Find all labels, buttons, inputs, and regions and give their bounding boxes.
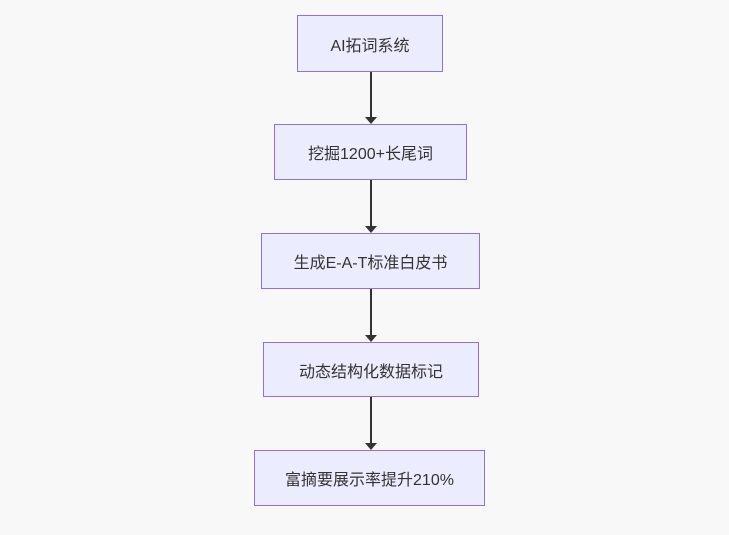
flowchart-node-ai-keyword-system: AI拓词系统 <box>297 15 443 72</box>
arrow-line <box>370 72 372 117</box>
flowchart-node-structured-data-markup: 动态结构化数据标记 <box>263 342 479 397</box>
arrowhead-down-icon <box>365 226 377 233</box>
arrowhead-down-icon <box>365 443 377 450</box>
arrow-line <box>370 180 372 226</box>
arrow-line <box>370 397 372 443</box>
flowchart-node-eat-whitepaper: 生成E-A-T标准白皮书 <box>261 233 480 289</box>
node-label: 富摘要展示率提升210% <box>285 472 454 489</box>
arrow-line <box>370 289 372 335</box>
arrowhead-down-icon <box>365 335 377 342</box>
node-label: 动态结构化数据标记 <box>298 363 443 381</box>
node-label: 生成E-A-T标准白皮书 <box>293 255 448 272</box>
flowchart-node-rich-snippet-result: 富摘要展示率提升210% <box>254 450 485 506</box>
flowchart-node-longtail-mining: 挖掘1200+长尾词 <box>274 124 467 180</box>
arrowhead-down-icon <box>365 117 377 124</box>
node-label: 挖掘1200+长尾词 <box>308 146 433 163</box>
node-label: AI拓词系统 <box>330 37 410 55</box>
